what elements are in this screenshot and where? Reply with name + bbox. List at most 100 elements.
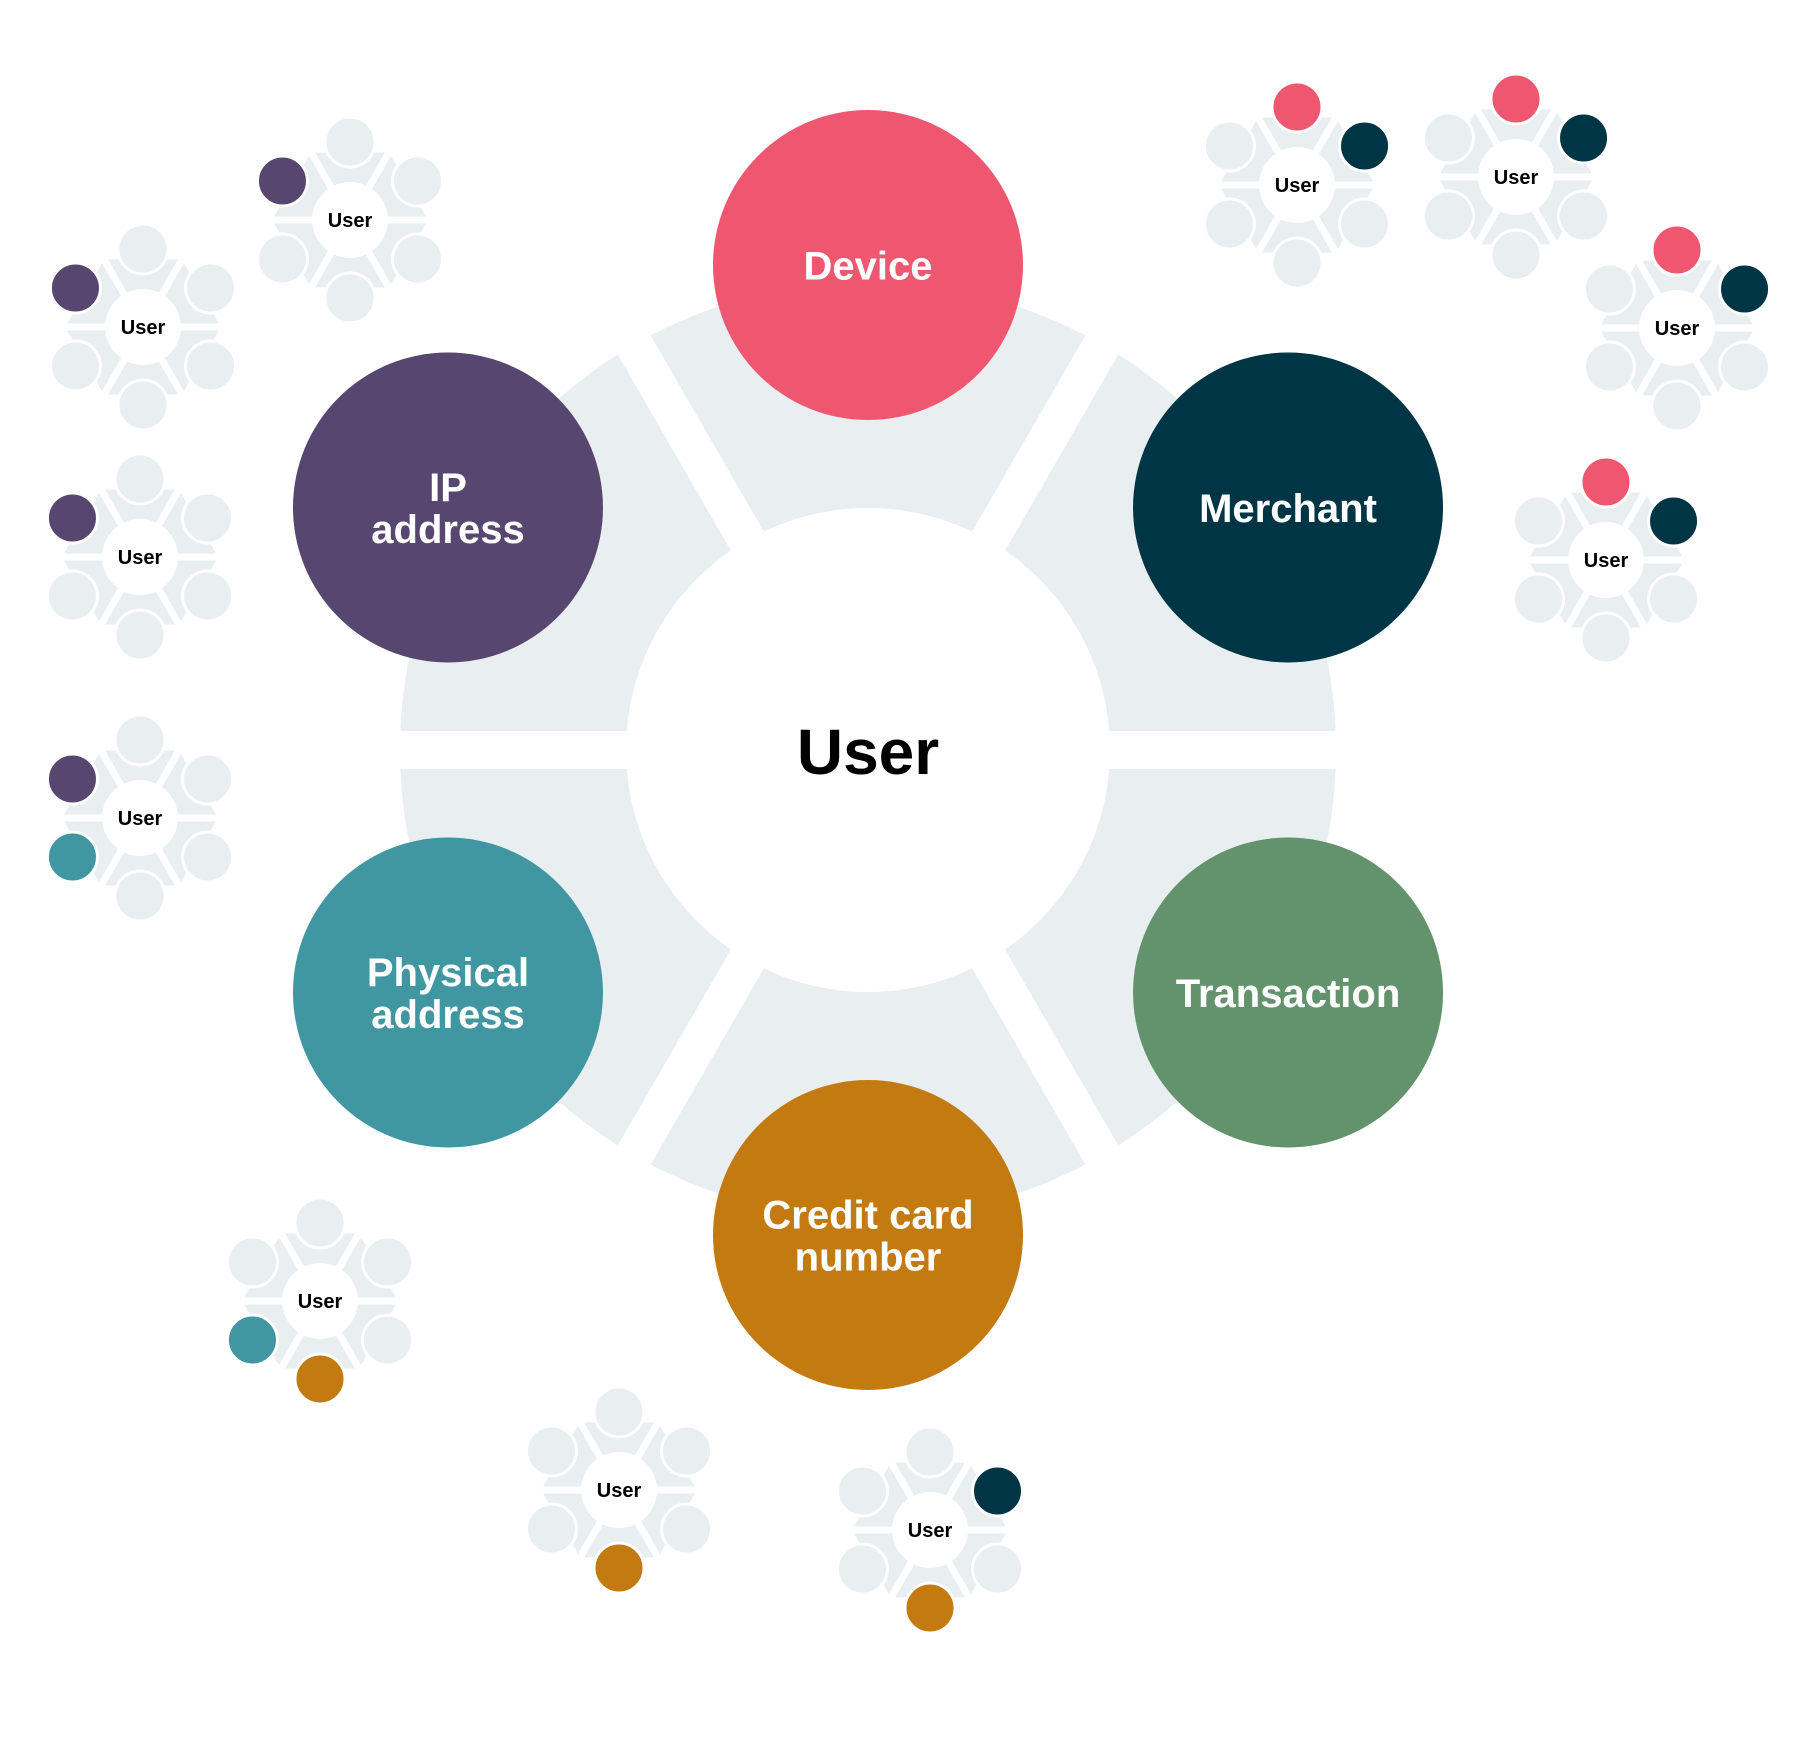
node-merchant-circle	[1133, 352, 1444, 663]
node-transaction: Transaction	[1133, 837, 1444, 1148]
mini-node-highlighted	[1718, 262, 1772, 316]
mini-node	[1421, 189, 1475, 243]
mini-cluster: User	[45, 713, 235, 923]
mini-node-highlighted	[1557, 111, 1611, 165]
center-label: User	[797, 716, 939, 788]
mini-hub	[282, 1263, 358, 1339]
mini-cluster: User	[48, 222, 238, 432]
mini-node	[1579, 611, 1633, 665]
center-hub	[626, 508, 1110, 992]
node-transaction-label: Transaction	[1176, 972, 1401, 1016]
mini-node-highlighted	[1338, 119, 1392, 173]
mini-node	[1270, 236, 1324, 290]
mini-hub	[102, 519, 178, 595]
mini-hub	[892, 1492, 968, 1568]
mini-cluster: User	[524, 1385, 714, 1595]
node-ip-address-circle	[292, 352, 603, 663]
mini-cluster: User	[1582, 223, 1772, 433]
mini-node	[181, 569, 235, 623]
mini-node-highlighted	[971, 1464, 1025, 1518]
mini-node-highlighted	[293, 1352, 347, 1406]
node-device-circle	[713, 110, 1023, 420]
node-credit-card-number-label: Credit card	[762, 1193, 973, 1237]
mini-node	[113, 713, 167, 767]
mini-node-highlighted	[903, 1581, 957, 1635]
mini-node-highlighted	[1270, 80, 1324, 134]
mini-hub-label: User	[298, 1291, 343, 1313]
mini-node-highlighted	[45, 491, 99, 545]
mini-node	[391, 154, 445, 208]
mini-node-highlighted	[45, 830, 99, 884]
mini-node	[116, 222, 170, 276]
mini-hub-label: User	[118, 547, 163, 569]
node-physical-address-label: Physical	[367, 951, 529, 995]
mini-node	[391, 232, 445, 286]
mini-hub	[581, 1452, 657, 1528]
mini-node	[45, 569, 99, 623]
mini-node	[323, 271, 377, 325]
node-credit-card-number-circle	[713, 1080, 1023, 1390]
node-credit-card-number-label: number	[795, 1235, 942, 1279]
mini-node-highlighted	[225, 1313, 279, 1367]
mini-node	[1421, 111, 1475, 165]
mini-node-highlighted	[1489, 72, 1543, 126]
mini-node	[1582, 340, 1636, 394]
mini-node	[1511, 494, 1565, 548]
mini-hub-label: User	[1494, 167, 1539, 189]
mini-hub	[1639, 290, 1715, 366]
mini-hub	[1568, 522, 1644, 598]
mini-hub-label: User	[1275, 175, 1320, 197]
mini-node	[323, 115, 377, 169]
mini-cluster: User	[835, 1425, 1025, 1635]
mini-node-highlighted	[48, 261, 102, 315]
mini-node	[225, 1235, 279, 1289]
mini-node	[1718, 340, 1772, 394]
mini-node	[1338, 197, 1392, 251]
mini-node	[1202, 119, 1256, 173]
mini-node	[116, 378, 170, 432]
mini-node	[1557, 189, 1611, 243]
mini-node	[113, 869, 167, 923]
mini-node	[1647, 572, 1701, 626]
mini-hub-label: User	[118, 808, 163, 830]
node-merchant: Merchant	[1133, 352, 1444, 663]
mini-hub-label: User	[597, 1480, 642, 1502]
mini-node-highlighted	[1650, 223, 1704, 277]
mini-cluster: User	[255, 115, 445, 325]
mini-hub	[1259, 147, 1335, 223]
node-ip-address-label: IP	[429, 466, 467, 510]
mini-node-highlighted	[1647, 494, 1701, 548]
mini-node	[113, 608, 167, 662]
mini-hub	[105, 289, 181, 365]
mini-node	[1582, 262, 1636, 316]
mini-node	[524, 1424, 578, 1478]
mini-node	[113, 452, 167, 506]
mini-node	[1511, 572, 1565, 626]
mini-node	[361, 1313, 415, 1367]
mini-node	[524, 1502, 578, 1556]
mini-node	[903, 1425, 957, 1479]
mini-node	[835, 1464, 889, 1518]
mini-cluster: User	[225, 1196, 415, 1406]
mini-node	[181, 830, 235, 884]
mini-node	[184, 339, 238, 393]
mini-node	[1202, 197, 1256, 251]
node-device: Device	[713, 110, 1023, 420]
node-physical-address-label: address	[371, 993, 524, 1037]
mini-hub	[102, 780, 178, 856]
node-device-label: Device	[804, 244, 933, 288]
mini-hub-label: User	[1584, 550, 1629, 572]
node-physical-address-circle	[292, 837, 603, 1148]
mini-cluster: User	[1202, 80, 1392, 290]
mini-node	[181, 752, 235, 806]
node-merchant-label: Merchant	[1199, 487, 1377, 531]
node-ip-address-label: address	[371, 508, 524, 552]
mini-node	[592, 1385, 646, 1439]
mini-node	[1489, 228, 1543, 282]
